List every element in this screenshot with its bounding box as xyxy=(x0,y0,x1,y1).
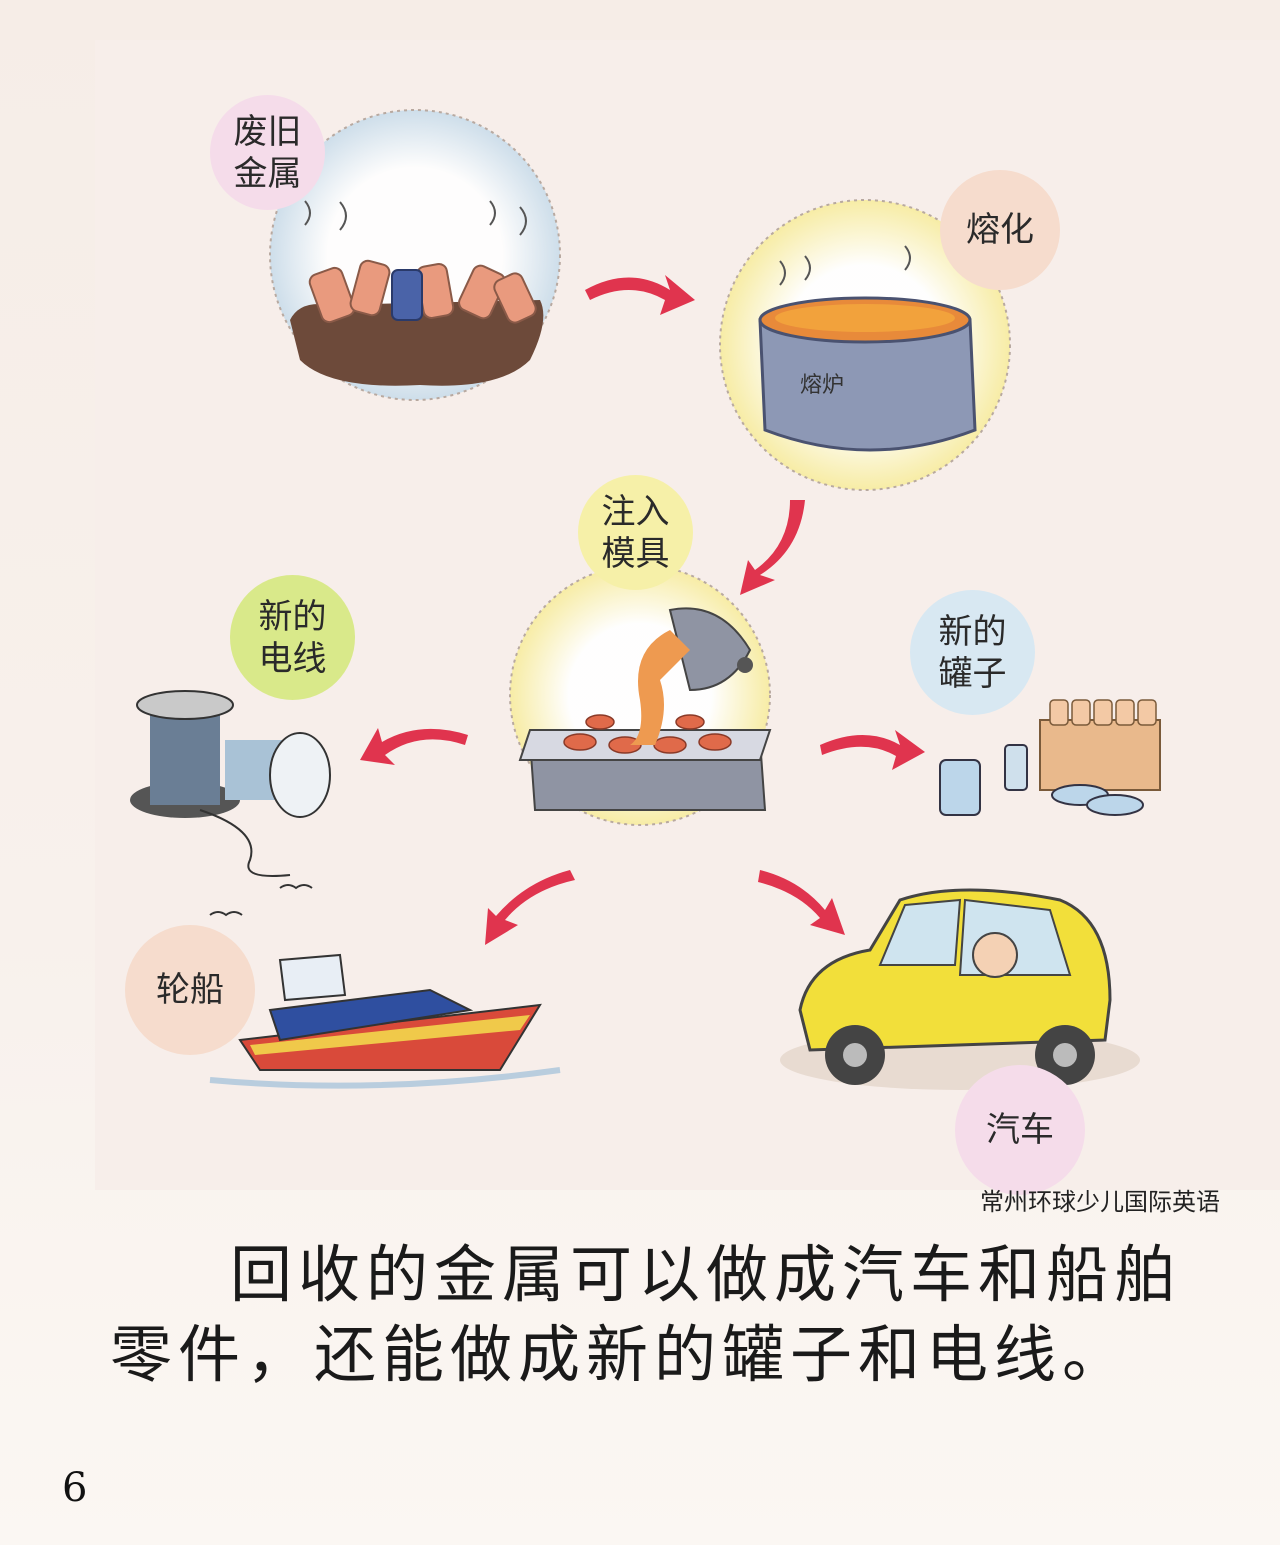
label-new-wire: 新的电线 xyxy=(230,575,355,700)
flow-arrows xyxy=(360,275,925,945)
arrow-melt-to-mold xyxy=(740,500,805,595)
wire-spools-scene xyxy=(130,690,331,877)
label-ship: 轮船 xyxy=(125,925,255,1055)
label-ship-text: 轮船 xyxy=(156,970,224,1010)
melting-furnace-scene: 熔炉 xyxy=(719,199,1011,491)
furnace-label: 熔炉 xyxy=(800,373,844,398)
label-melt: 熔化 xyxy=(940,170,1060,290)
arrow-mold-to-cans xyxy=(820,730,925,770)
label-car-text: 汽车 xyxy=(986,1110,1054,1150)
arrow-scrap-to-melt xyxy=(585,275,695,315)
label-new-cans-text: 新的罐子 xyxy=(938,611,1007,694)
label-melt-text: 熔化 xyxy=(966,210,1034,250)
caption-line-1: 回收的金属可以做成汽车和船舶 xyxy=(230,1238,1183,1311)
arrow-mold-to-ship xyxy=(485,870,575,945)
label-scrap-metal-text: 废旧金属 xyxy=(233,111,302,194)
new-cans-scene xyxy=(939,699,1161,816)
caption-line-2: 零件，还能做成新的罐子和电线。 xyxy=(110,1318,1131,1391)
page-number: 6 xyxy=(62,1465,88,1511)
watermark: 常州环球少儿国际英语 xyxy=(980,1188,1220,1216)
label-new-wire-text: 新的电线 xyxy=(258,596,327,679)
label-pour-mold-text: 注入模具 xyxy=(601,491,670,574)
caption-text: 回收的金属可以做成汽车和船舶 零件，还能做成新的罐子和电线。 xyxy=(100,1235,1220,1395)
label-scrap-metal: 废旧金属 xyxy=(210,95,325,210)
car-scene xyxy=(780,888,1140,1090)
label-pour-mold: 注入模具 xyxy=(578,475,693,590)
label-new-cans: 新的罐子 xyxy=(910,590,1035,715)
ship-scene xyxy=(209,884,561,1089)
arrow-mold-to-wire xyxy=(360,728,468,765)
label-car: 汽车 xyxy=(955,1065,1085,1195)
arrow-mold-to-car xyxy=(758,870,845,935)
scrap-metal-scene xyxy=(269,109,561,401)
pouring-mold-scene xyxy=(509,564,772,826)
